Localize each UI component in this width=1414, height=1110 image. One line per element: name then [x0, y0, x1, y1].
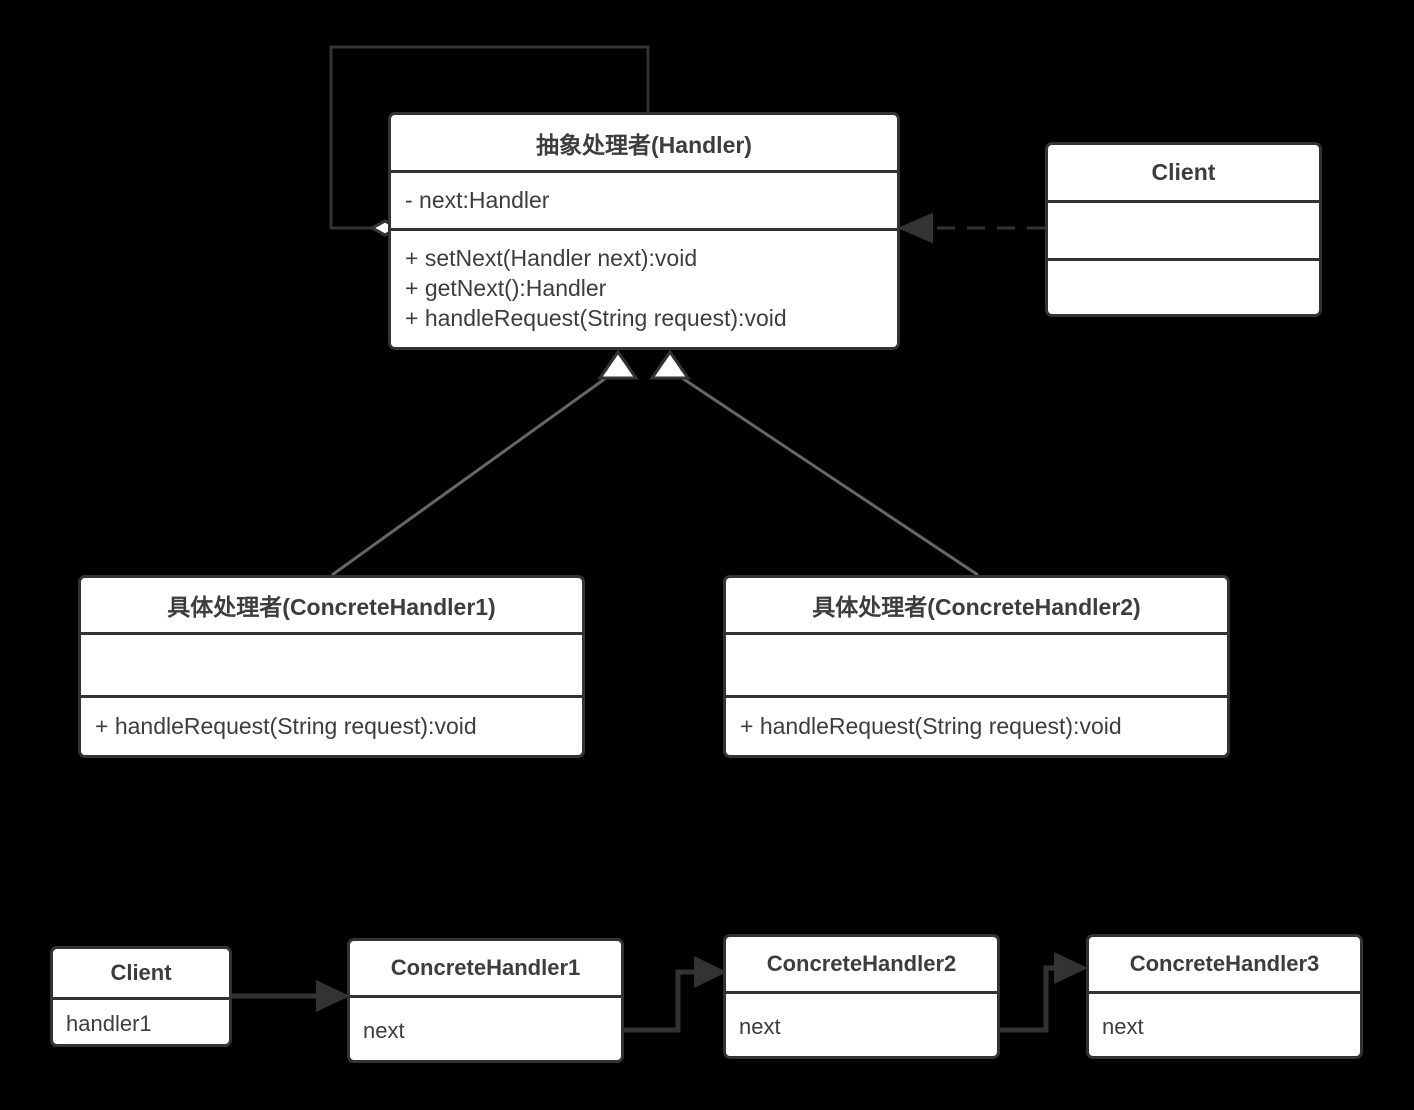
concrete-handler-1-class-name: 具体处理者(ConcreteHandler1)	[81, 578, 582, 635]
client-attributes	[1048, 203, 1319, 261]
chain-node-ch1-field: next	[363, 1017, 405, 1043]
class-box-client[interactable]: Client	[1045, 142, 1322, 317]
chain-link-ch2-ch3	[1000, 952, 1088, 1033]
chain-node-ch2-field: next	[739, 1013, 781, 1039]
chain-node-concrete-handler-3[interactable]: ConcreteHandler3 next	[1086, 934, 1363, 1059]
filled-arrow-marker	[1054, 952, 1088, 984]
client-class-name: Client	[1048, 145, 1319, 203]
client-operations	[1048, 261, 1319, 314]
inheritance-edge-2	[649, 349, 979, 577]
operation-line: + handleRequest(String request):void	[405, 304, 787, 331]
hollow-triangle-marker	[597, 349, 639, 380]
chain-node-ch1-name: ConcreteHandler1	[350, 941, 621, 998]
concrete-handler-2-attributes	[726, 635, 1227, 698]
handler-operations: + setNext(Handler next):void + getNext()…	[391, 231, 897, 347]
class-box-concrete-handler-1[interactable]: 具体处理者(ConcreteHandler1) + handleRequest(…	[78, 575, 585, 758]
filled-arrow-marker	[316, 980, 350, 1012]
chain-node-client-name: Client	[53, 949, 229, 1000]
operation-line: + handleRequest(String request):void	[95, 712, 477, 739]
concrete-handler-1-attributes	[81, 635, 582, 698]
chain-link-client-ch1	[232, 980, 350, 1012]
class-box-concrete-handler-2[interactable]: 具体处理者(ConcreteHandler2) + handleRequest(…	[723, 575, 1230, 758]
handler-attributes: - next:Handler	[391, 173, 897, 231]
hollow-triangle-marker	[649, 349, 691, 380]
attribute-line: - next:Handler	[405, 186, 550, 213]
class-box-handler[interactable]: 抽象处理者(Handler) - next:Handler + setNext(…	[388, 112, 900, 350]
inheritance-edge-1	[331, 349, 639, 577]
handler-class-name: 抽象处理者(Handler)	[391, 115, 897, 173]
chain-node-ch3-field: next	[1102, 1013, 1144, 1039]
operation-line: + getNext():Handler	[405, 275, 607, 302]
concrete-handler-2-operations: + handleRequest(String request):void	[726, 698, 1227, 755]
chain-node-ch3-name: ConcreteHandler3	[1089, 937, 1360, 994]
chain-node-ch2-name: ConcreteHandler2	[726, 937, 997, 994]
client-dependency-edge	[897, 212, 1045, 244]
chain-node-client-field: handler1	[66, 1010, 152, 1036]
operation-line: + handleRequest(String request):void	[740, 712, 1122, 739]
concrete-handler-1-operations: + handleRequest(String request):void	[81, 698, 582, 755]
chain-link-ch1-ch2	[624, 956, 727, 1033]
chain-node-concrete-handler-1[interactable]: ConcreteHandler1 next	[347, 938, 624, 1063]
filled-arrow-marker	[897, 212, 933, 244]
concrete-handler-2-class-name: 具体处理者(ConcreteHandler2)	[726, 578, 1227, 635]
chain-node-client[interactable]: Client handler1	[50, 946, 232, 1047]
operation-line: + setNext(Handler next):void	[405, 245, 698, 272]
chain-node-concrete-handler-2[interactable]: ConcreteHandler2 next	[723, 934, 1000, 1059]
